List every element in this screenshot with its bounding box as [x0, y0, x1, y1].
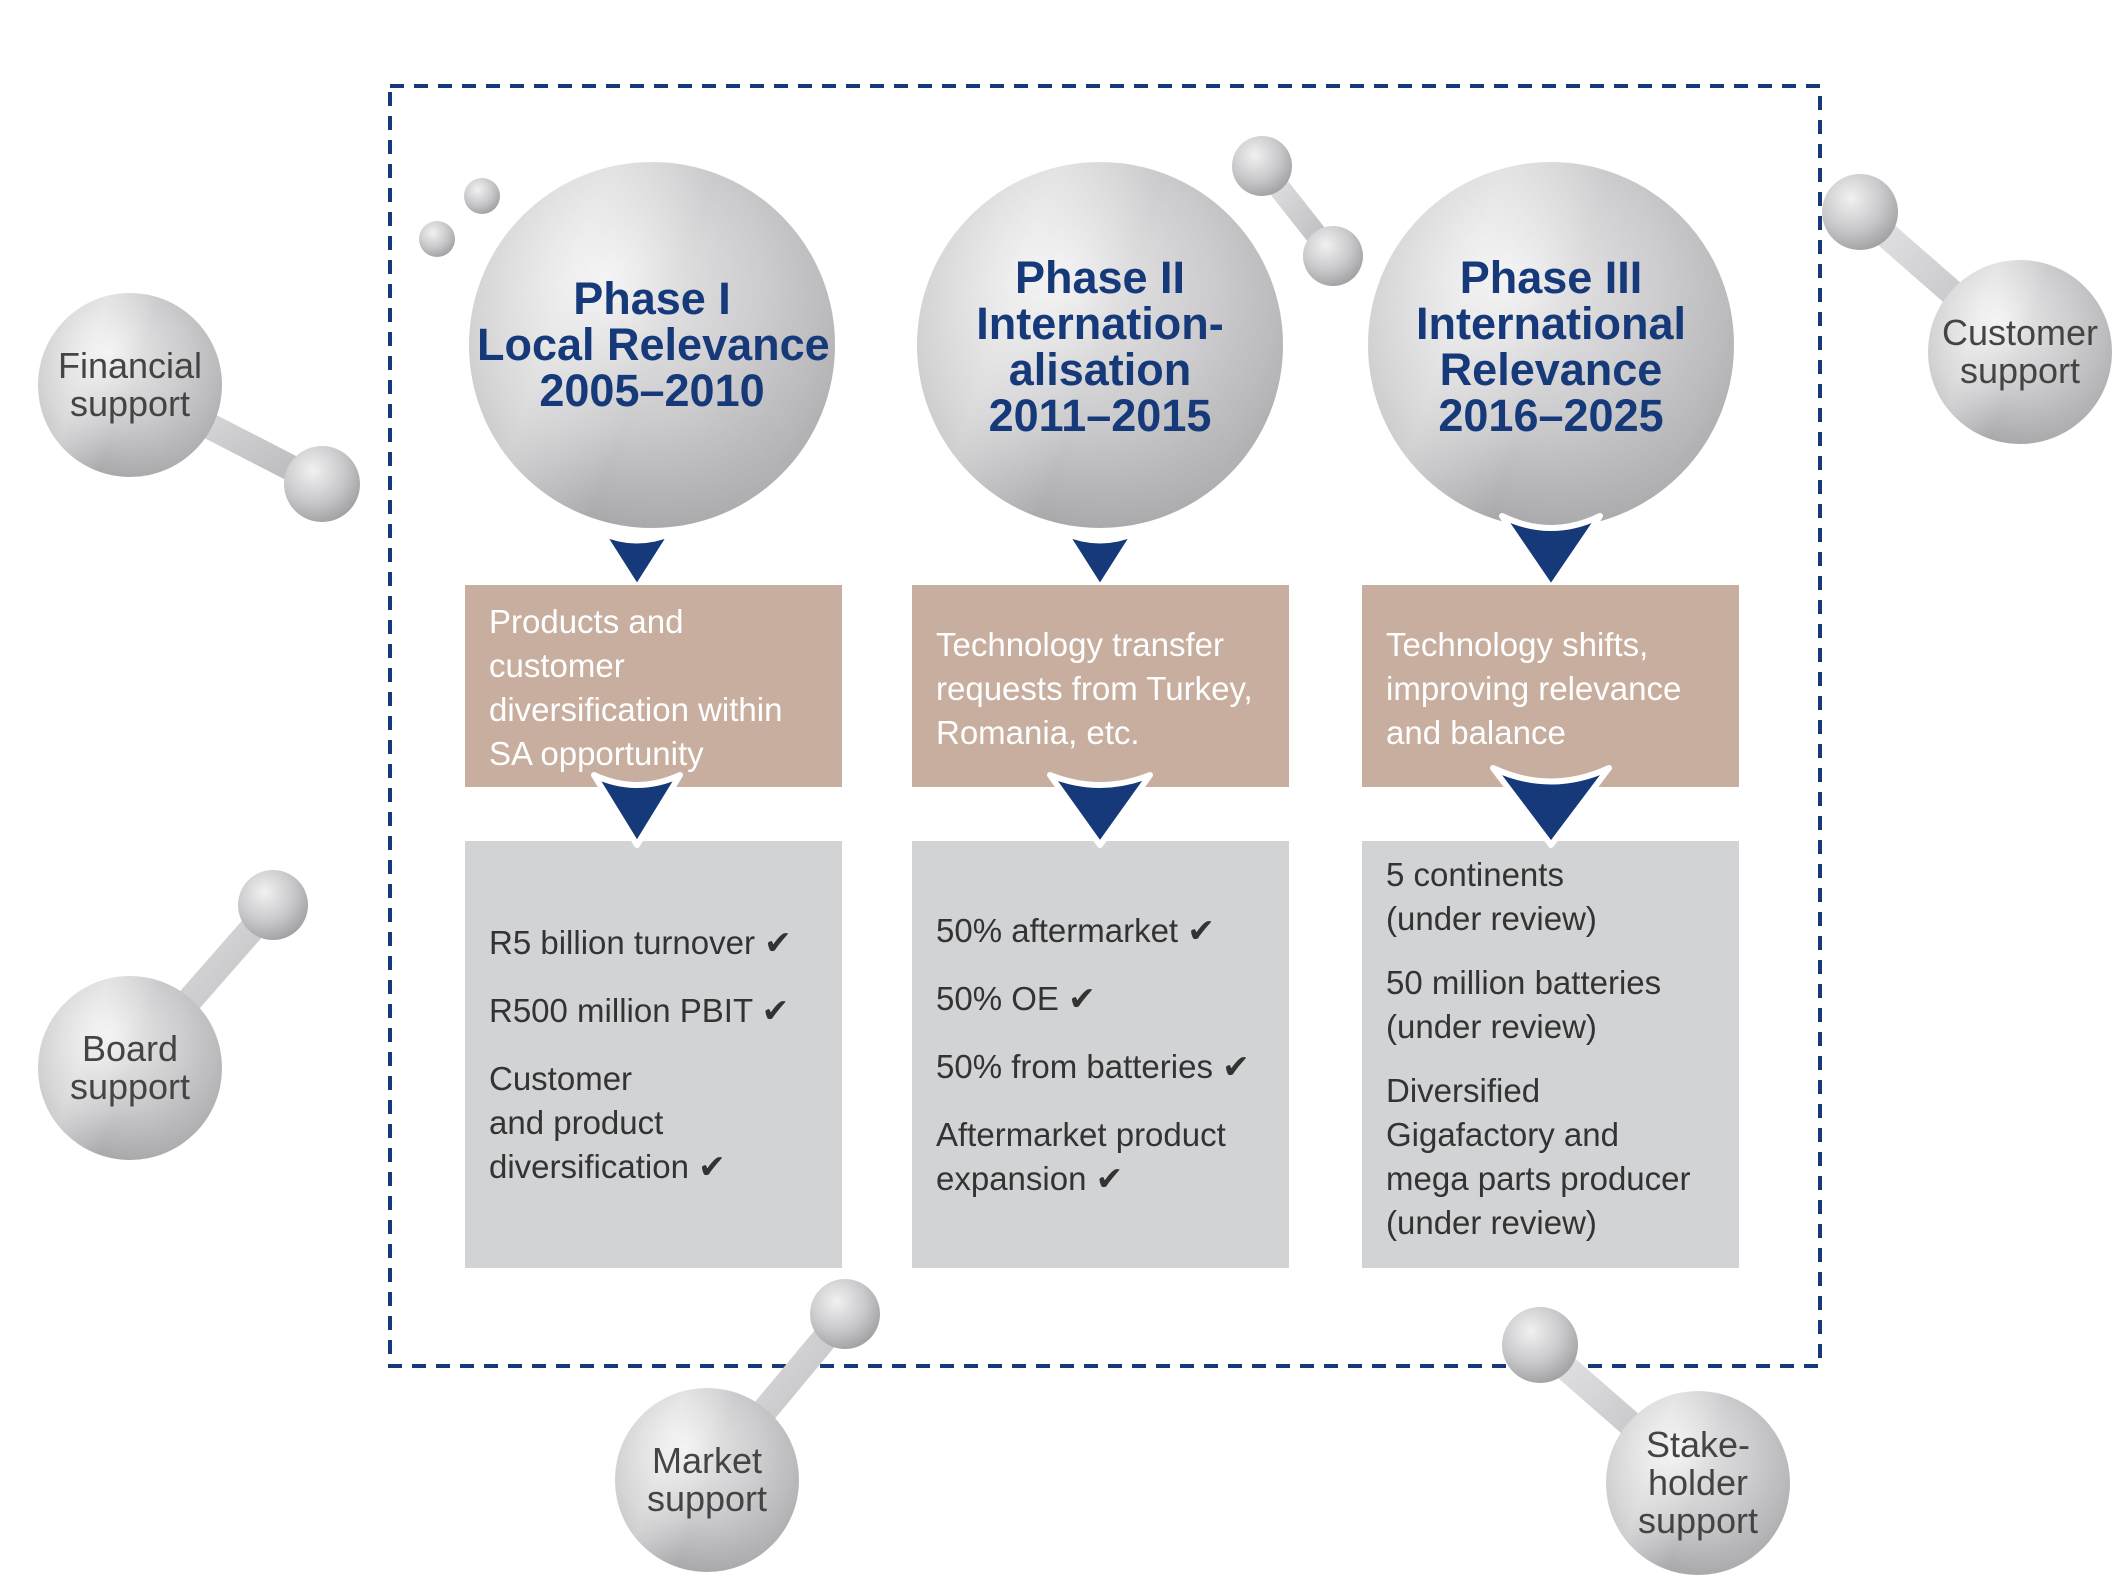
financial-support-molecule [38, 293, 360, 522]
decor-bubble [419, 221, 455, 257]
phase-2-sphere [913, 158, 1287, 532]
decor-molecule [1232, 136, 1363, 286]
market-support-molecule [615, 1279, 880, 1572]
market-support-label: Market support [646, 1440, 768, 1519]
arrow-down-icon [1490, 765, 1612, 848]
phase-1-sphere [465, 158, 839, 532]
board-support-label: Board support [69, 1028, 191, 1107]
goal-item: 50 million batteries (under review) [1386, 964, 1662, 1045]
board-support-molecule [38, 870, 308, 1160]
phase-2-goals: 50% aftermarket ✔ 50% OE ✔ 50% from batt… [912, 841, 1289, 1268]
stakeholder-support-molecule [1502, 1307, 1790, 1575]
phase-2-title: Phase II Internation- alisation 2011–201… [976, 252, 1224, 441]
arrow-down-icon [599, 530, 675, 591]
decor-bubble [464, 178, 500, 214]
phase-1-title: Phase I Local Relevance 2005–2010 [477, 273, 830, 416]
goal-item: R500 million PBIT ✔ [489, 992, 790, 1029]
phase-2-challenge: Technology transfer requests from Turkey… [912, 585, 1289, 787]
goal-item: 5 continents (under review) [1386, 856, 1597, 937]
goal-item: 50% aftermarket ✔ [936, 912, 1215, 949]
financial-support-label: Financial support [57, 345, 203, 424]
goal-item: 50% OE ✔ [936, 980, 1096, 1017]
phase-3-title: Phase III International Relevance 2016–2… [1415, 252, 1687, 441]
arrow-down-icon [1047, 772, 1153, 848]
goal-item: 50% from batteries ✔ [936, 1048, 1250, 1085]
phases-frame [388, 84, 1822, 1368]
stakeholder-support-label: Stake- holder support [1637, 1424, 1759, 1541]
goal-item: Aftermarket product expansion ✔ [936, 1116, 1226, 1197]
phase-1-challenge: Products and customer diversification wi… [465, 585, 842, 787]
arrow-down-icon [1499, 513, 1603, 591]
phase-3-goals: 5 continents (under review) 50 million b… [1362, 841, 1739, 1268]
arrow-down-icon [1062, 530, 1138, 591]
phase-3-challenge: Technology shifts, improving relevance a… [1362, 585, 1739, 787]
arrow-down-icon [591, 772, 683, 848]
phase-1-goals: R5 billion turnover ✔ R500 million PBIT … [465, 841, 842, 1268]
customer-support-label: Customer support [1941, 312, 2099, 391]
goal-item: Diversified Gigafactory and mega parts p… [1386, 1072, 1691, 1241]
goal-item: Customer and product diversification ✔ [489, 1060, 726, 1185]
goal-item: R5 billion turnover ✔ [489, 924, 792, 961]
customer-support-molecule [1822, 174, 2112, 444]
